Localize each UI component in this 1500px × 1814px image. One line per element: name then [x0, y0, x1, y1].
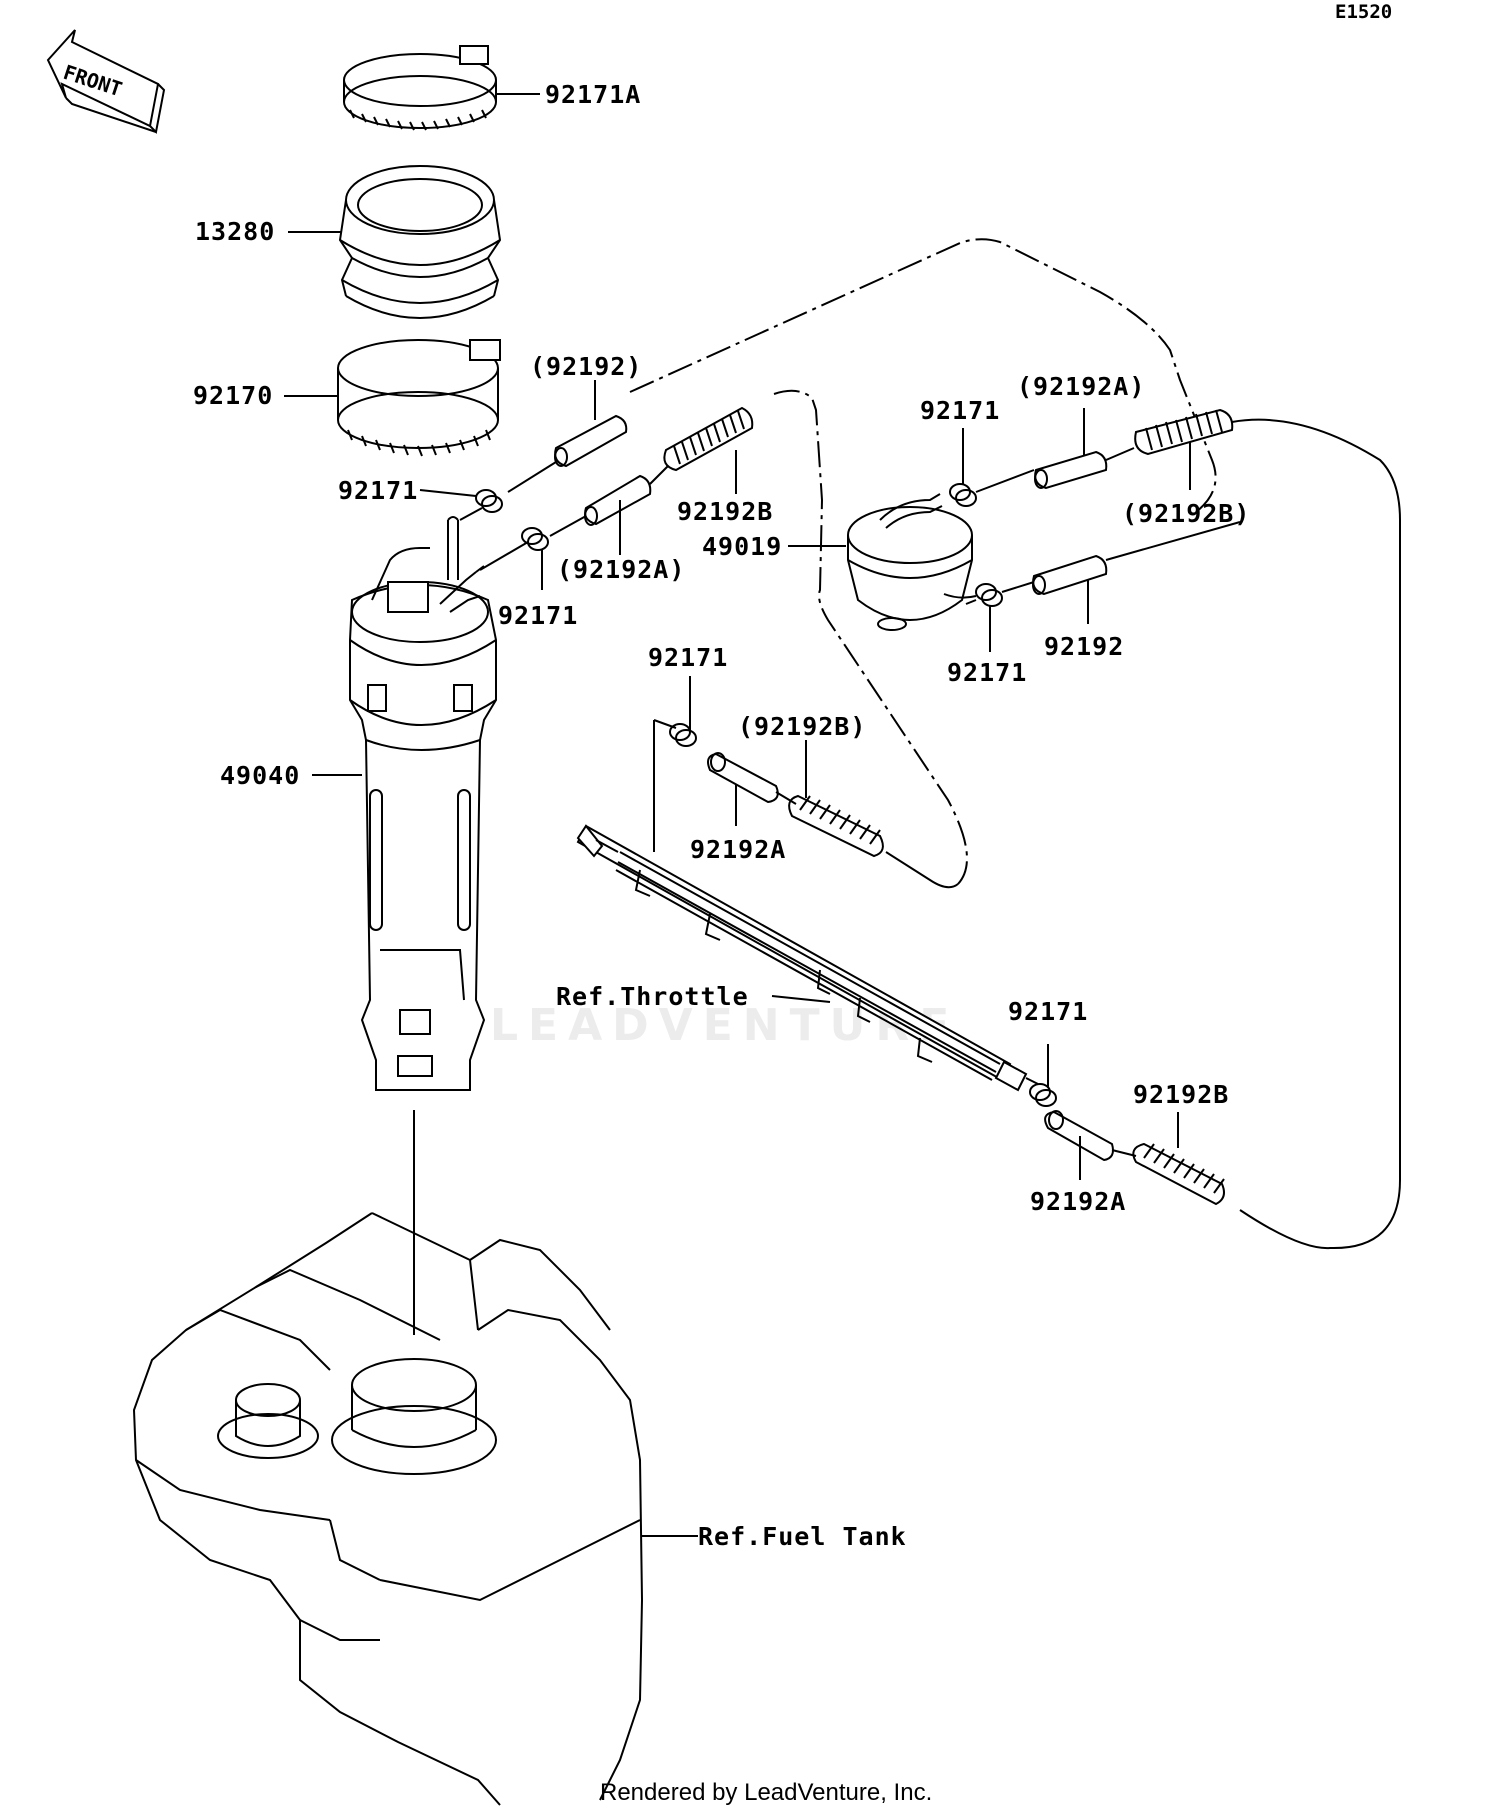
label-clip-right-top: 92171: [920, 396, 1000, 425]
label-hose-left-a: (92192A): [557, 555, 685, 584]
label-clip-mid: 92171: [648, 643, 728, 672]
label-clip-left-lower: 92171: [498, 601, 578, 630]
label-13280: 13280: [195, 217, 275, 246]
clip-left: [475, 489, 503, 513]
spring-mid: [788, 794, 884, 858]
label-hose-right: 92192: [1044, 632, 1124, 661]
label-ref-throttle: Ref.Throttle: [556, 982, 749, 1011]
hose-left-a: [584, 474, 652, 526]
spring-right: [1134, 408, 1234, 456]
label-spring-mid: (92192B): [738, 712, 866, 741]
label-clip-left: 92171: [338, 476, 418, 505]
label-92171a: 92171A: [545, 80, 641, 109]
spring-low: [1132, 1142, 1225, 1206]
render-credit: Rendered by LeadVenture, Inc.: [600, 1779, 932, 1806]
label-clip-low: 92171: [1008, 997, 1088, 1026]
label-spring-left: 92192B: [677, 497, 773, 526]
label-49019: 49019: [702, 532, 782, 561]
label-hose-mid-a: 92192A: [690, 835, 786, 864]
clip-right-top: [949, 483, 977, 507]
label-clip-right-bottom: 92171: [947, 658, 1027, 687]
label-spring-low: 92192B: [1133, 1080, 1229, 1109]
fuel-pump: [349, 516, 497, 1091]
hose-top: [554, 414, 628, 468]
clip-mid: [669, 723, 697, 747]
clip-low: [1029, 1083, 1057, 1107]
diagram-code: E1520: [1335, 1, 1392, 23]
label-hose-low-a: 92192A: [1030, 1187, 1126, 1216]
hose-clamp-top: [343, 45, 497, 131]
fuel-tank: [132, 1212, 644, 1806]
label-spring-right: (92192B): [1122, 499, 1250, 528]
label-hose-right-a: (92192A): [1017, 372, 1145, 401]
hose-right: [1032, 554, 1108, 596]
throttle-fuel-rail: [576, 824, 1039, 1092]
label-hose-top: (92192): [530, 352, 642, 381]
label-ref-fuel-tank: Ref.Fuel Tank: [698, 1522, 907, 1551]
hose-right-a: [1034, 450, 1108, 490]
label-49040: 49040: [220, 761, 300, 790]
hose-mid-a: [707, 752, 779, 804]
clip-left-lower: [521, 527, 549, 551]
hose-band: [337, 339, 501, 457]
spring-left: [663, 406, 754, 472]
label-92170: 92170: [193, 381, 273, 410]
front-arrow-icon: FRONT: [46, 29, 166, 135]
rubber-seal: [338, 165, 502, 319]
fuel-filter: [847, 493, 977, 631]
clip-right-bottom: [975, 583, 1003, 607]
